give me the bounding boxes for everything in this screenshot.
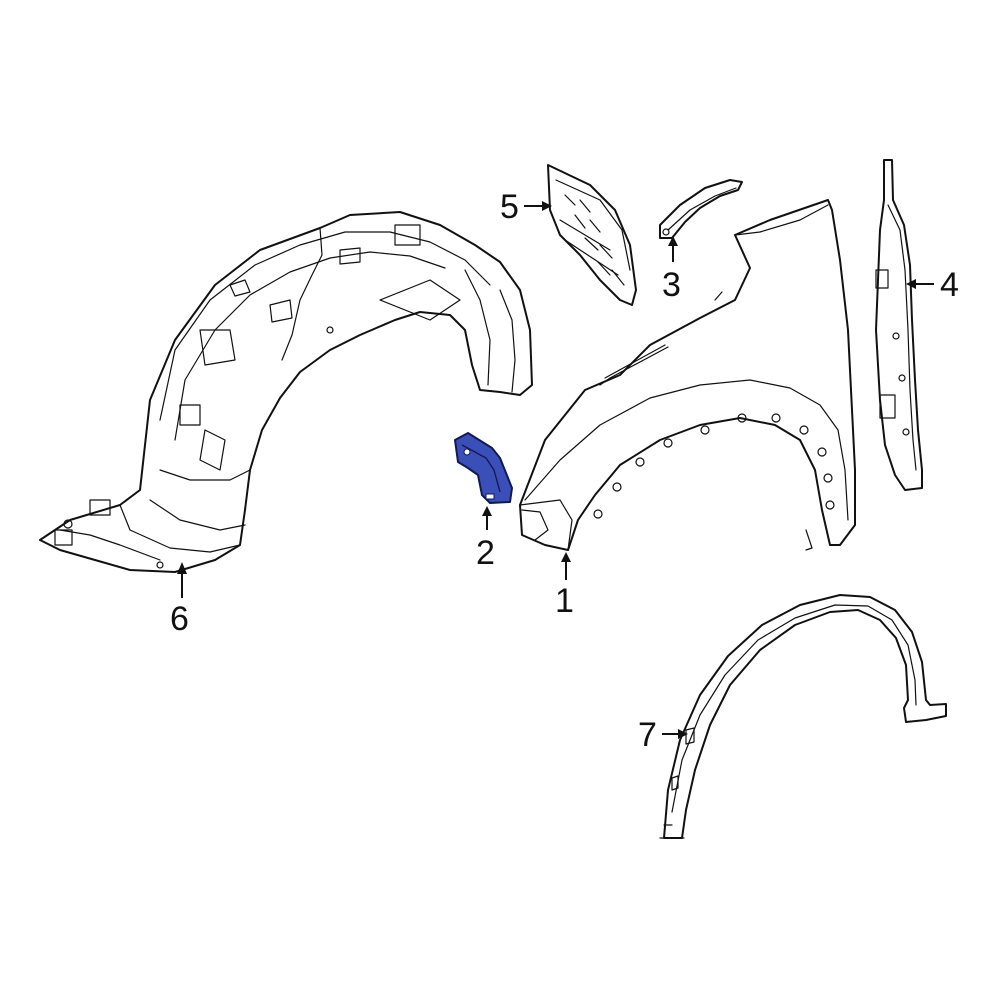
callout-3-label: 3 [662, 266, 681, 304]
callout-4: 4 [906, 266, 959, 304]
callout-5-label: 5 [500, 188, 519, 226]
callout-3: 3 [662, 236, 681, 304]
callout-4-label: 4 [940, 266, 959, 304]
part-4-seal[interactable] [875, 159, 923, 491]
callout-7-label: 7 [638, 716, 657, 754]
callout-7: 7 [638, 716, 688, 754]
part-5-shield[interactable] [547, 164, 637, 306]
callout-6: 6 [170, 562, 189, 638]
callout-2: 2 [476, 506, 495, 572]
callout-1: 1 [555, 552, 574, 620]
callout-1-label: 1 [555, 582, 574, 620]
part-1-fender[interactable] [519, 199, 856, 551]
part-2-bracket-highlighted[interactable] [454, 432, 513, 504]
part-7-arch-molding[interactable] [659, 594, 947, 839]
part-6-fender-liner[interactable] [39, 211, 533, 573]
callout-2-label: 2 [476, 534, 495, 572]
part-3-bracket[interactable] [659, 179, 743, 239]
callout-5: 5 [500, 188, 552, 226]
callout-6-label: 6 [170, 600, 189, 638]
